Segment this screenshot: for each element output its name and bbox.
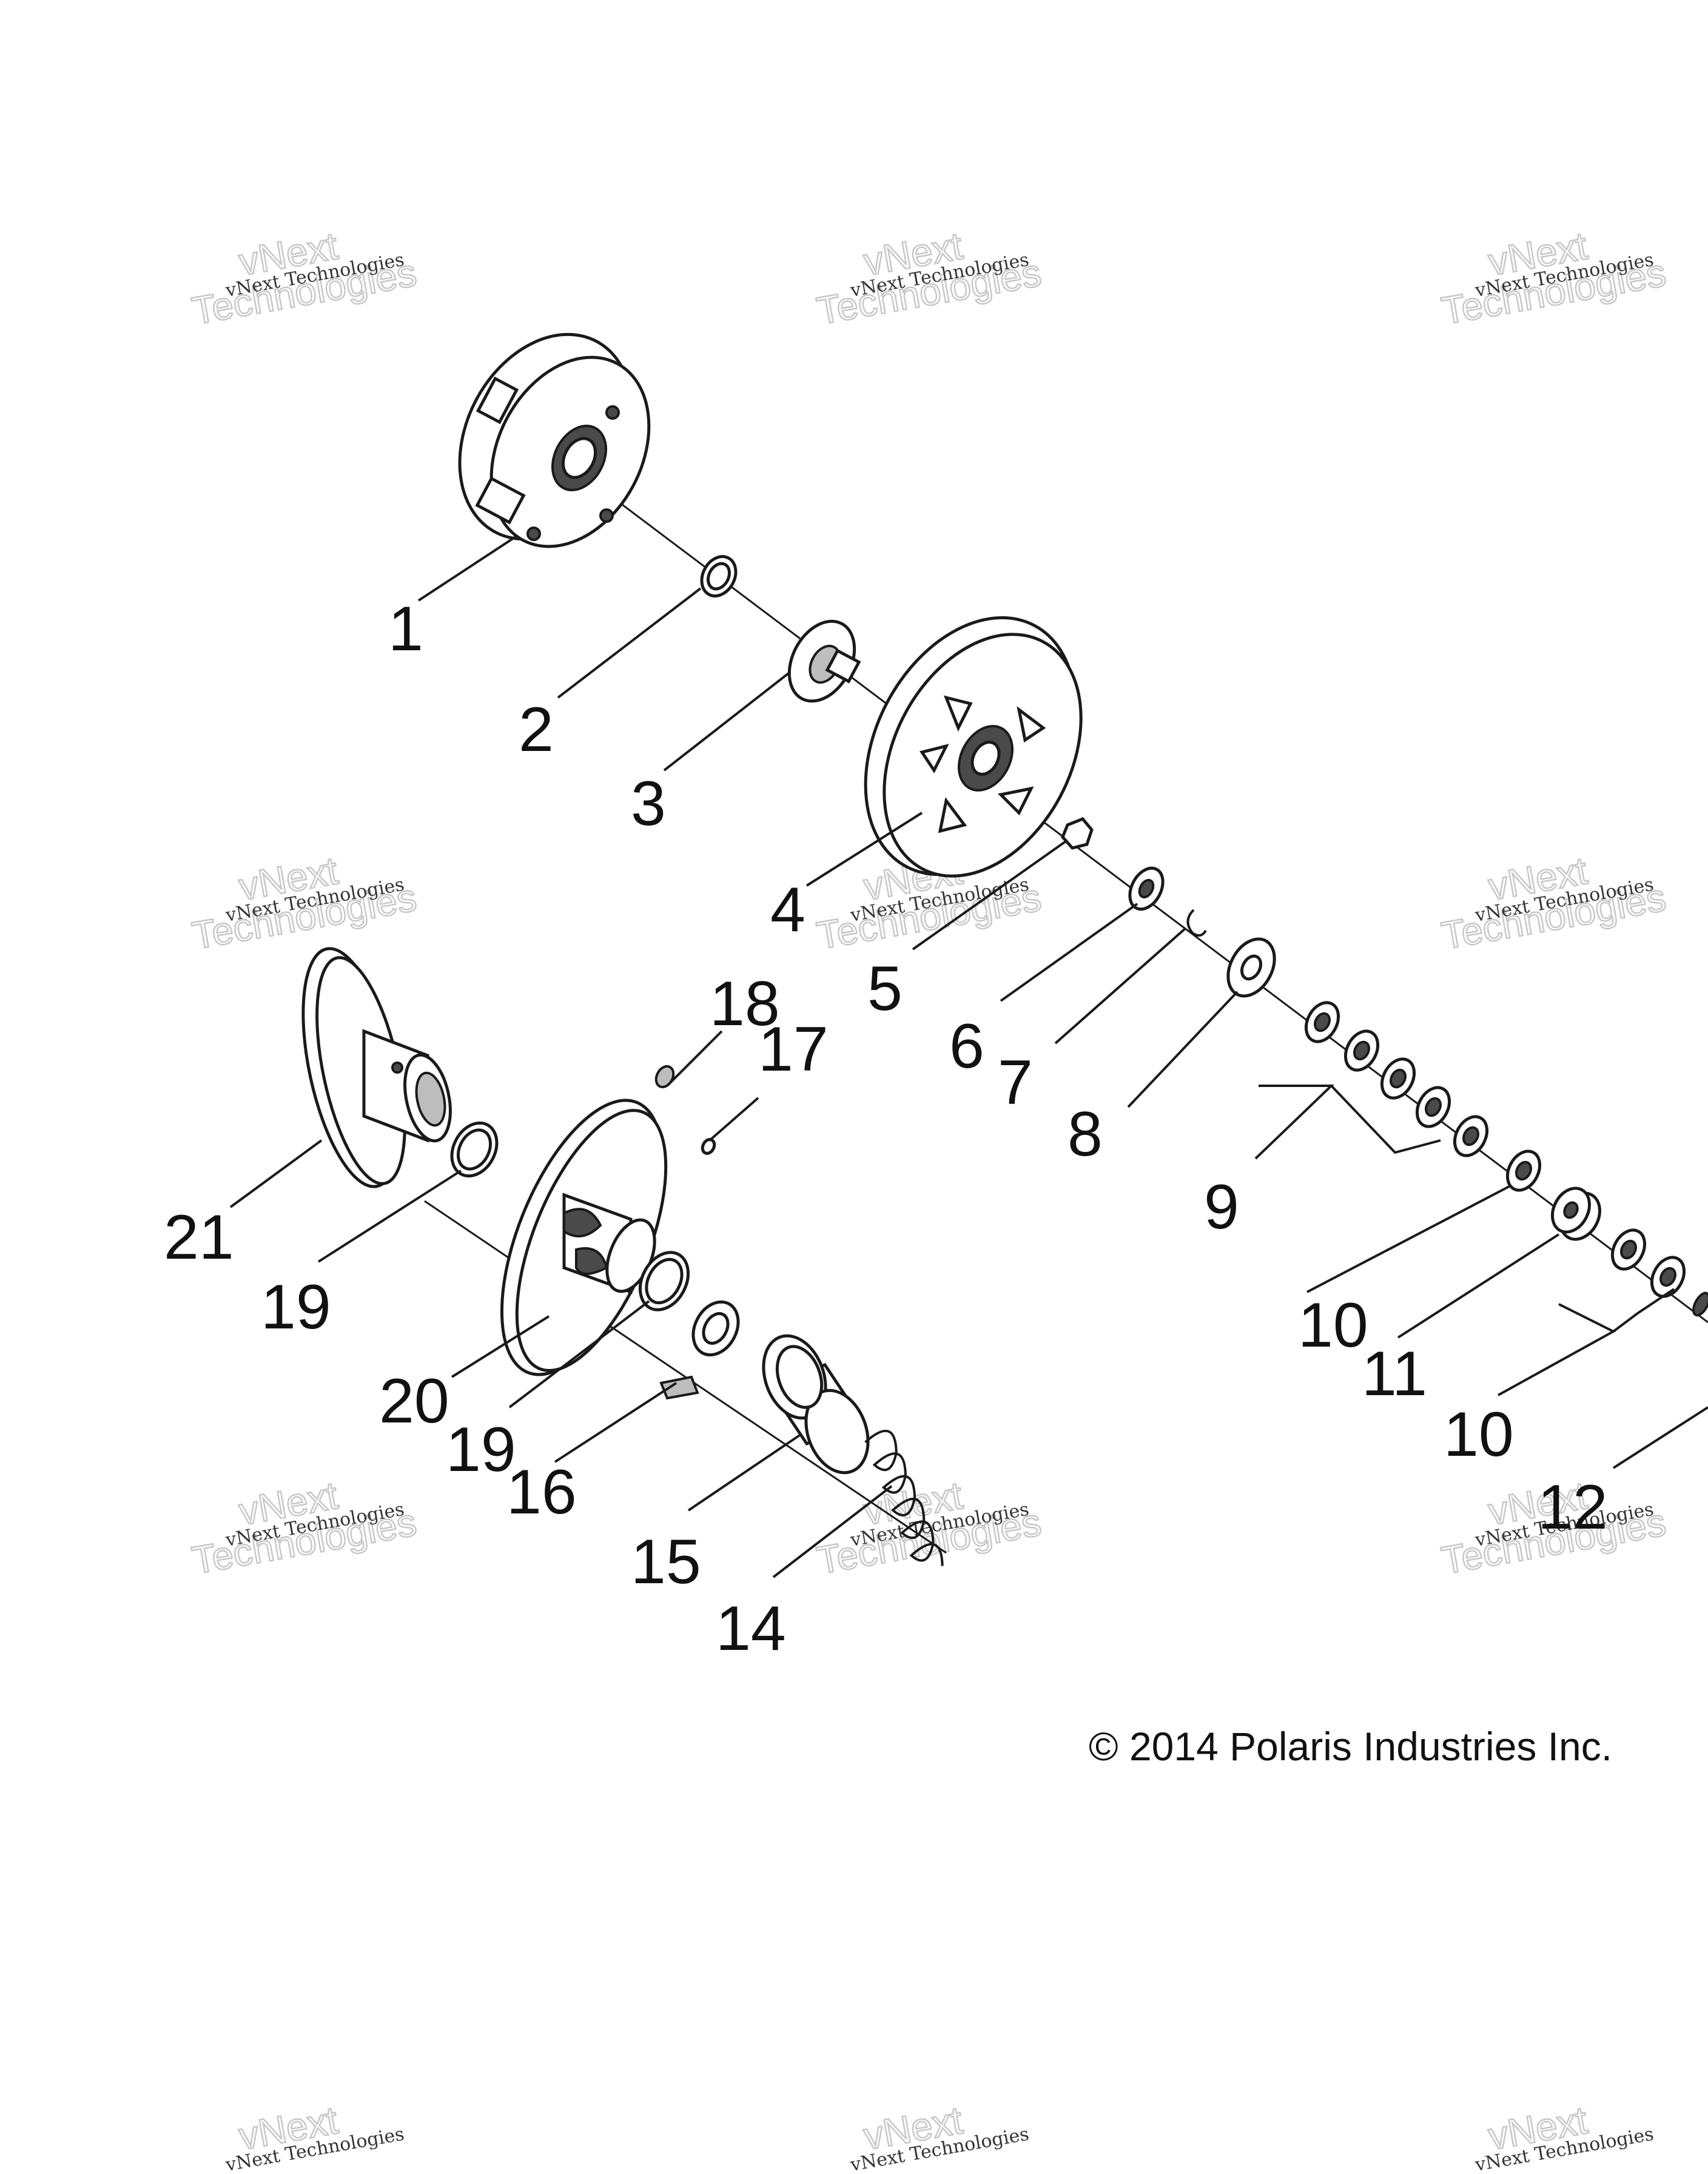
callout-16: 16 bbox=[506, 1457, 577, 1527]
callout-21: 21 bbox=[164, 1202, 234, 1273]
part-5-nut bbox=[1061, 817, 1094, 850]
callout-3: 3 bbox=[631, 769, 666, 839]
watermark-top-right: vNext Technologies vNext Technologies bbox=[1437, 223, 1670, 334]
copyright-notice: © 2014 Polaris Industries Inc. bbox=[1089, 1724, 1612, 1769]
watermark-mid-left: vNext Technologies vNext Technologies bbox=[188, 848, 420, 958]
part-9-bearing-set bbox=[1304, 1001, 1489, 1157]
part-7-retaining-clip bbox=[1186, 909, 1207, 937]
part-15-spring-seat bbox=[762, 1334, 870, 1475]
part-10-washer-b bbox=[1610, 1228, 1708, 1317]
callout-12: 12 bbox=[1538, 1472, 1608, 1543]
watermark-bottom-center: vNext vNext Technologies bbox=[849, 2098, 1031, 2174]
part-8-large-washer bbox=[1226, 937, 1276, 998]
part-6-washer bbox=[1128, 866, 1165, 911]
part-4-clutch-drum bbox=[864, 616, 1083, 878]
watermark-bottom-left: vNext vNext Technologies bbox=[224, 2098, 406, 2174]
part-17-pin bbox=[701, 1138, 716, 1155]
callout-labels: 1 2 3 4 5 6 7 8 9 10 11 10 12 14 15 16 1… bbox=[164, 594, 1608, 1664]
watermark-mid-right: vNext Technologies vNext Technologies bbox=[1437, 848, 1670, 958]
part-16-seal bbox=[659, 1300, 740, 1400]
part-21-fixed-sheave bbox=[301, 947, 452, 1188]
callout-1: 1 bbox=[388, 594, 423, 664]
callout-20: 20 bbox=[379, 1366, 449, 1436]
watermark-top-center: vNext Technologies vNext Technologies bbox=[813, 223, 1045, 334]
watermark-low-left: vNext Technologies vNext Technologies bbox=[188, 1473, 420, 1583]
callout-6: 6 bbox=[949, 1011, 984, 1082]
watermark-bottom-right: vNext vNext Technologies bbox=[1473, 2098, 1656, 2174]
part-14-spring bbox=[864, 1430, 944, 1566]
callout-9: 9 bbox=[1204, 1172, 1239, 1242]
callout-17: 17 bbox=[758, 1014, 829, 1085]
callout-7: 7 bbox=[998, 1048, 1033, 1118]
part-19-o-ring-b bbox=[638, 1251, 690, 1311]
callout-19-b: 19 bbox=[446, 1415, 516, 1485]
part-3-hub bbox=[787, 619, 861, 703]
part-1-clutch-shoe-assembly bbox=[458, 332, 651, 548]
part-11-spacer bbox=[1551, 1186, 1601, 1241]
callout-11: 11 bbox=[1362, 1339, 1427, 1409]
callout-5: 5 bbox=[867, 954, 903, 1024]
callout-4: 4 bbox=[770, 875, 805, 945]
callout-10-a: 10 bbox=[1298, 1290, 1368, 1361]
part-2-o-ring bbox=[700, 555, 738, 597]
callout-18: 18 bbox=[710, 969, 780, 1039]
part-20-movable-sheave bbox=[500, 1099, 668, 1376]
callout-8: 8 bbox=[1068, 1099, 1103, 1169]
watermark-top-left: vNext Technologies vNext Technologies bbox=[188, 223, 420, 334]
callout-10-b: 10 bbox=[1444, 1399, 1514, 1470]
part-19-o-ring-a bbox=[450, 1121, 499, 1178]
callout-2: 2 bbox=[519, 695, 554, 765]
callout-19-a: 19 bbox=[261, 1272, 331, 1342]
callout-14: 14 bbox=[716, 1593, 786, 1664]
part-10-washer-a bbox=[1505, 1149, 1542, 1192]
callout-15: 15 bbox=[631, 1527, 701, 1597]
part-18-small-nut bbox=[654, 1065, 675, 1089]
leader-lines bbox=[229, 536, 1708, 1578]
